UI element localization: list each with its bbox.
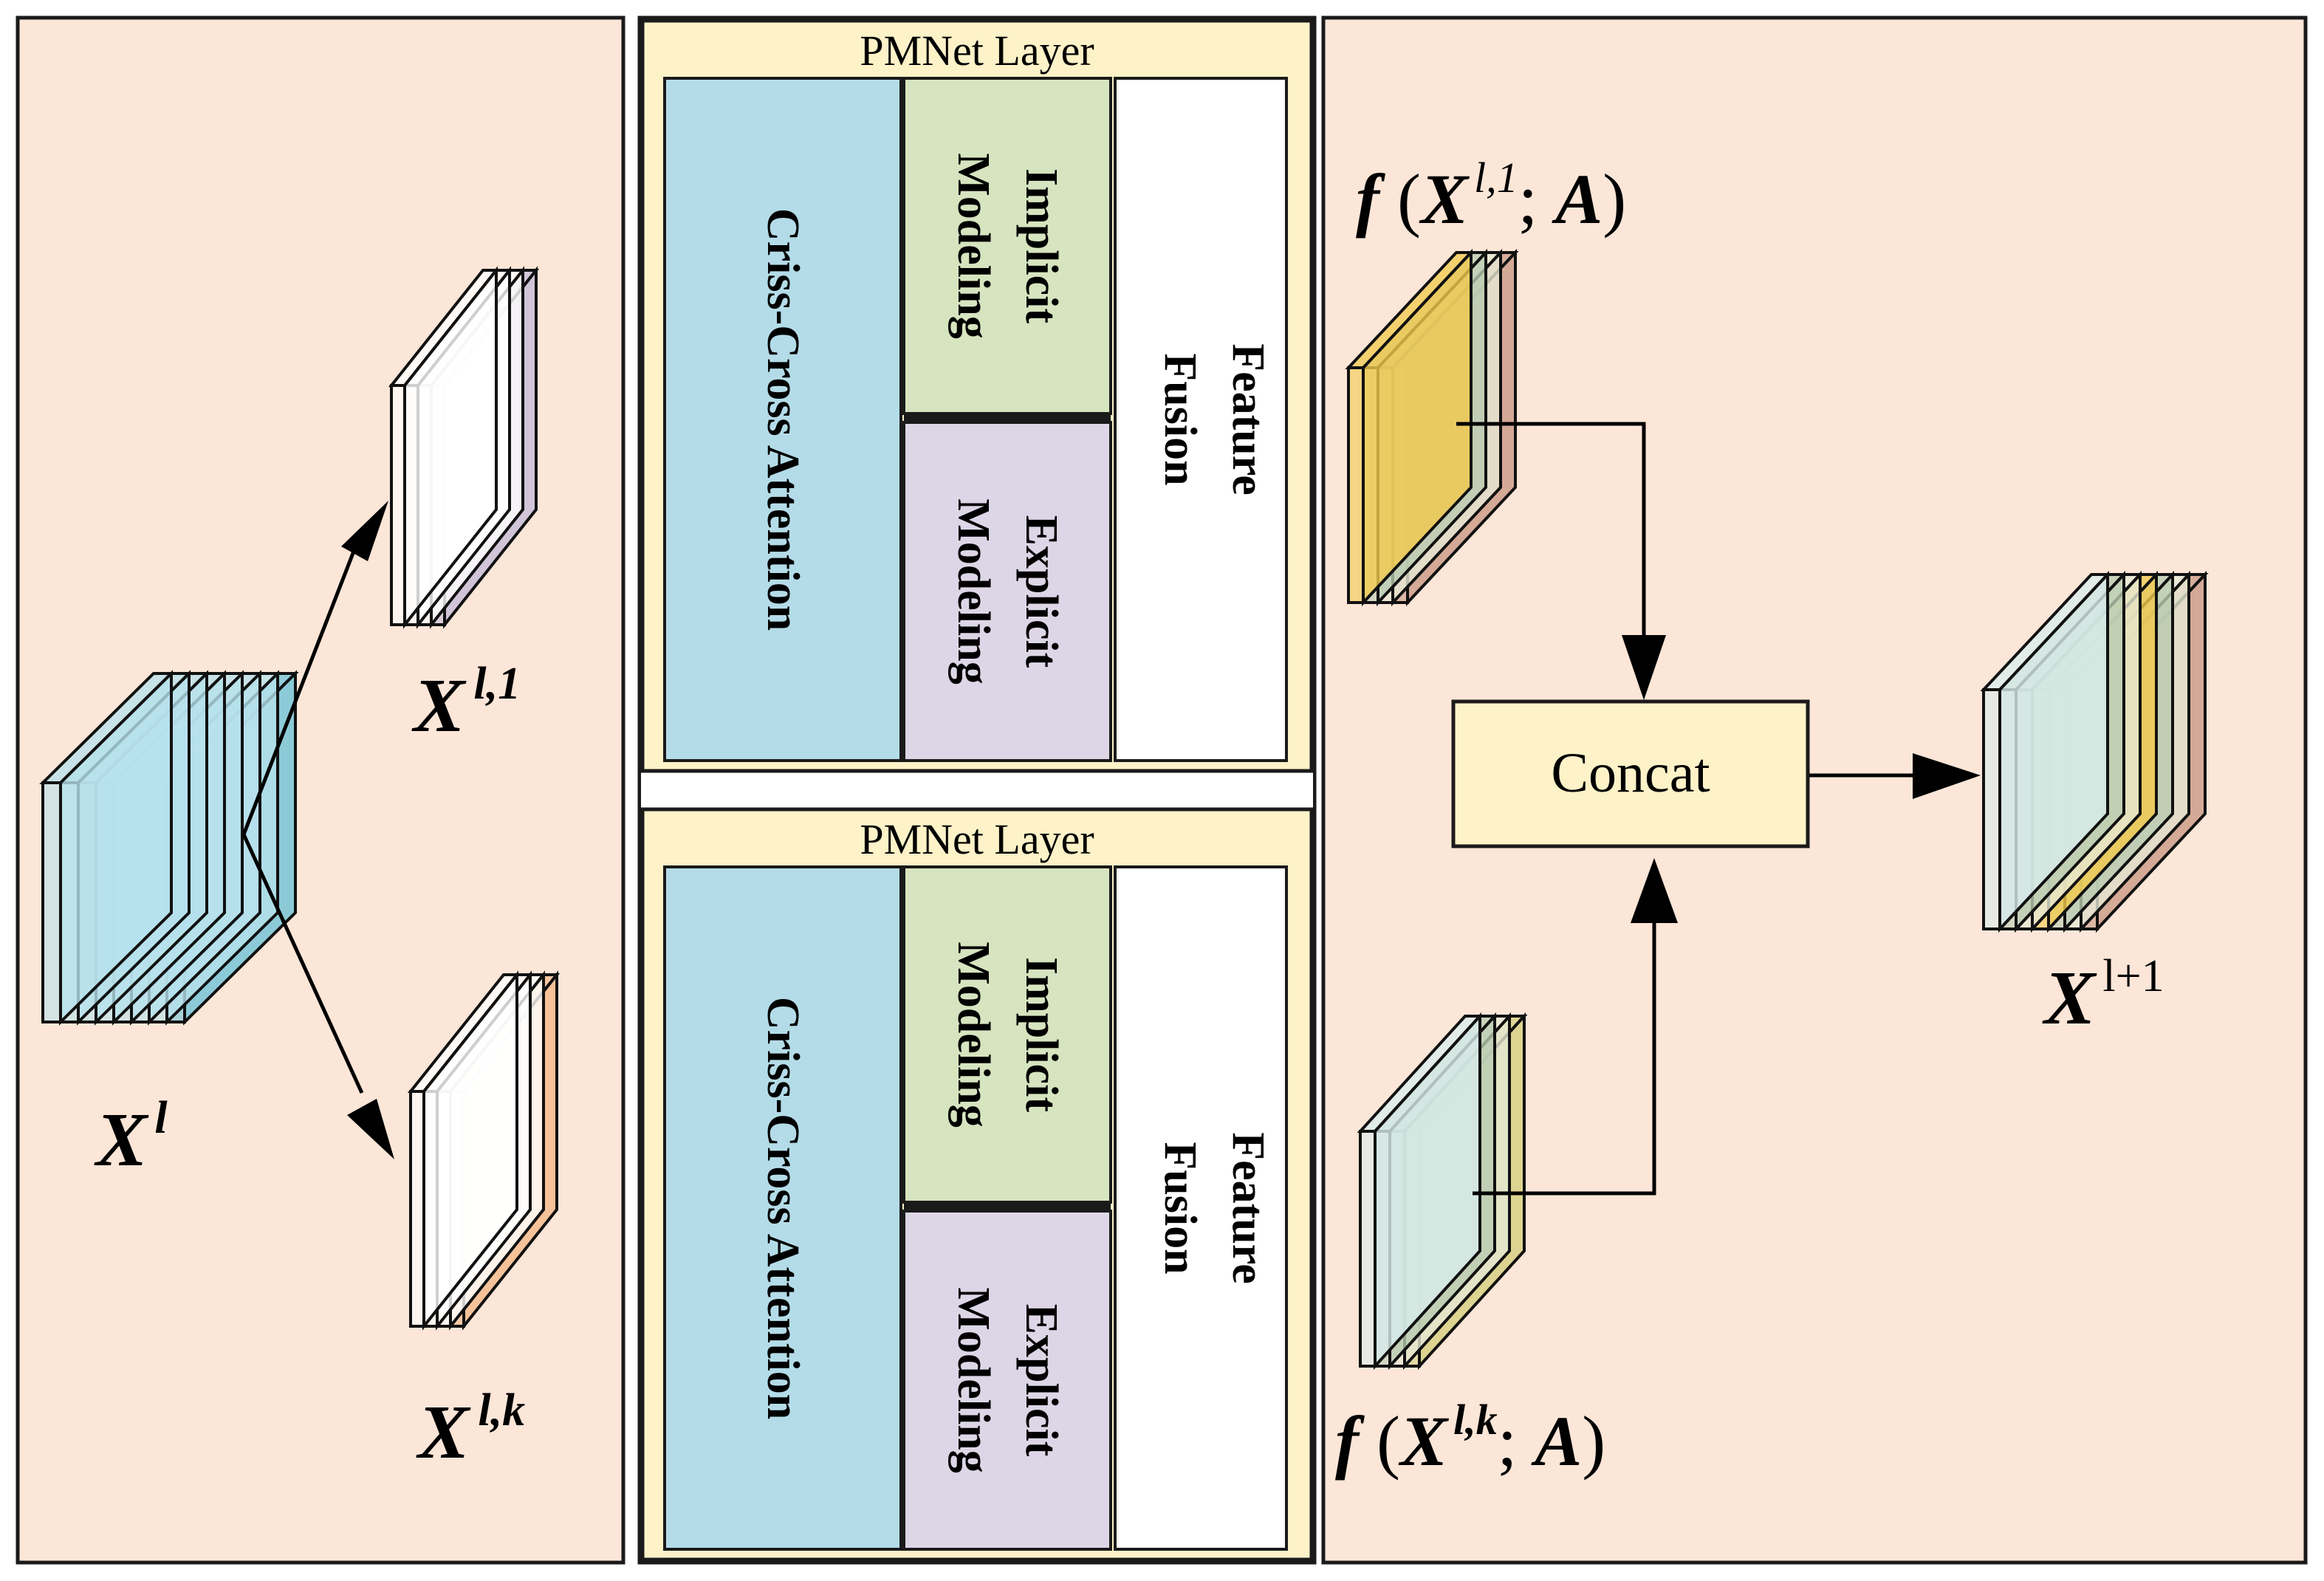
pmnet-layer-top: PMNet Layer Criss-Cross Attention Implic… bbox=[640, 18, 1314, 773]
feature-fusion-block bbox=[1114, 865, 1288, 1551]
input-tensor-stack bbox=[39, 670, 299, 1026]
output-tensor-stack-k bbox=[1357, 1012, 1528, 1371]
implicit-modeling-block bbox=[902, 865, 1112, 1204]
explicit-modeling-block bbox=[902, 421, 1112, 762]
tensor-slice-front bbox=[1347, 366, 1365, 604]
explicit-label: Explicit bbox=[1016, 515, 1066, 668]
criss-cross-attention-label: Criss-Cross Attention bbox=[758, 208, 808, 631]
explicit-modeling-block bbox=[902, 1210, 1112, 1551]
modeling-label: Modeling bbox=[948, 153, 998, 338]
criss-cross-attention-label: Criss-Cross Attention bbox=[758, 997, 808, 1419]
feature-label: Feature bbox=[1223, 343, 1273, 495]
criss-cross-attention-block bbox=[663, 865, 902, 1551]
pmnet-layer-title: PMNet Layer bbox=[860, 815, 1094, 863]
modeling-label: Modeling bbox=[948, 942, 998, 1127]
tensor-slice-front bbox=[409, 1090, 425, 1328]
tensor-slice-front bbox=[1982, 688, 2001, 930]
fusion-label: Fusion bbox=[1155, 1142, 1205, 1274]
concat-label: Concat bbox=[1551, 742, 1710, 804]
implicit-label: Implicit bbox=[1016, 957, 1066, 1112]
implicit-modeling-block bbox=[902, 77, 1112, 415]
split-arrows bbox=[241, 501, 394, 1159]
implicit-label: Implicit bbox=[1016, 168, 1066, 323]
split-tensor-stack-k bbox=[407, 970, 561, 1331]
tensor-slice-front bbox=[41, 781, 62, 1023]
feature-fusion-block bbox=[1114, 77, 1288, 762]
fusion-label: Fusion bbox=[1155, 353, 1205, 485]
concatenated-tensor-stack bbox=[1980, 570, 2209, 933]
pmnet-layer-bottom: PMNet Layer Criss-Cross Attention Implic… bbox=[640, 807, 1314, 1562]
criss-cross-attention-block bbox=[663, 77, 902, 762]
modeling-label: Modeling bbox=[948, 1287, 998, 1472]
tensor-slice-front bbox=[1359, 1130, 1377, 1368]
pmnet-layer-title: PMNet Layer bbox=[860, 27, 1094, 75]
concat-connectors bbox=[1456, 422, 1981, 1196]
output-tensor-stack-1 bbox=[1345, 248, 1519, 607]
concat-box bbox=[1451, 699, 1810, 848]
modeling-label: Modeling bbox=[948, 498, 998, 684]
tensor-slice-front bbox=[390, 384, 406, 626]
feature-label: Feature bbox=[1223, 1132, 1273, 1283]
split-tensor-stack-1 bbox=[388, 266, 540, 629]
explicit-label: Explicit bbox=[1016, 1304, 1066, 1457]
